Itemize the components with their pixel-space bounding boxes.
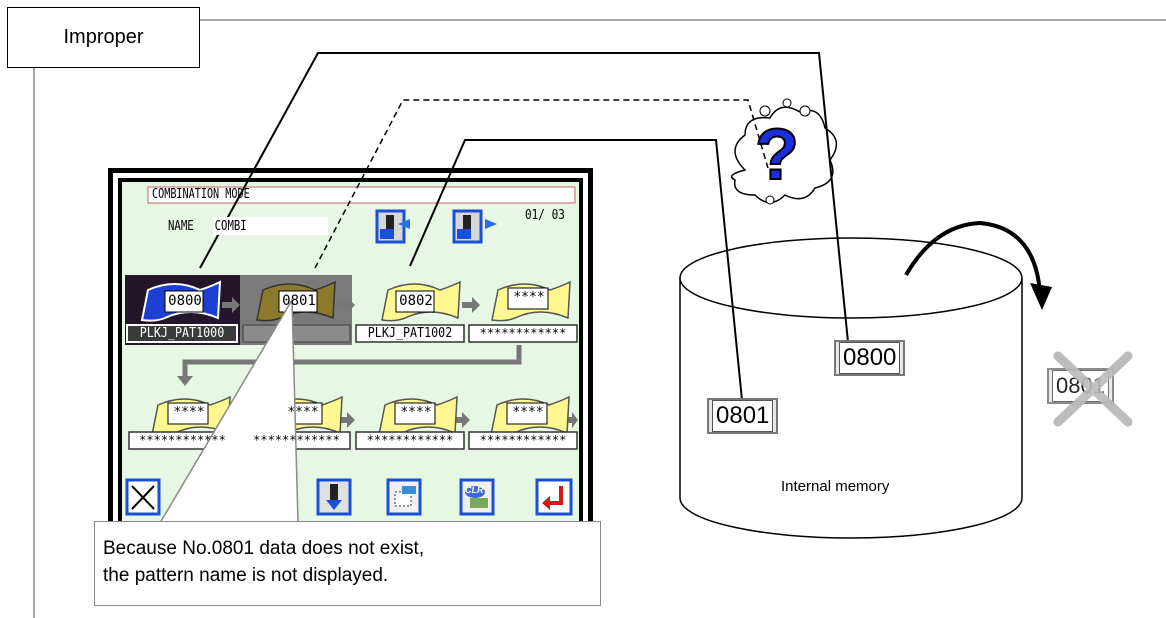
flag-empty-icon[interactable] — [491, 280, 571, 322]
delete-arrow-head — [1030, 283, 1052, 310]
callout-box: Because No.0801 data does not exist, the… — [94, 521, 601, 606]
improper-tag: Improper — [7, 7, 200, 68]
enter-icon[interactable] — [535, 478, 573, 516]
panel-title: COMBINATION MODE — [152, 187, 250, 202]
clr-icon[interactable] — [459, 478, 495, 516]
memory-item-0800: 0800 — [834, 340, 906, 376]
close-x-button[interactable] — [125, 478, 161, 516]
flag-0802-icon[interactable] — [381, 280, 461, 322]
row2-name: ************ — [366, 433, 454, 447]
row2-name: ************ — [253, 433, 340, 447]
callout-line-1: Because No.0801 data does not exist, — [103, 538, 425, 559]
name-value: COMBI — [214, 219, 247, 234]
deleted-item-0801: 0801 — [1047, 368, 1114, 404]
row2-code: **** — [512, 405, 544, 420]
code-0800: 0800 — [168, 293, 202, 309]
name-box-0802 — [355, 324, 465, 343]
name-empty: ************ — [479, 326, 567, 340]
name-0802: PLKJ_PAT1002 — [367, 326, 453, 341]
page-indicator: 01/ 03 — [525, 208, 565, 223]
memory-label: Internal memory — [781, 478, 890, 495]
name-0800: PLKJ_PAT1000 — [139, 326, 225, 341]
code-empty: **** — [513, 290, 545, 305]
row2-name: ************ — [479, 433, 567, 447]
code-0801: 0801 — [282, 293, 316, 309]
name-field[interactable]: COMBI — [213, 217, 328, 235]
pattern-select-icon[interactable] — [386, 478, 422, 516]
download-icon[interactable] — [316, 478, 352, 516]
code-0802: 0802 — [399, 293, 433, 309]
panel-screen — [108, 168, 593, 538]
row2-name: ************ — [139, 433, 226, 447]
combination-mode-icons — [375, 209, 497, 244]
dashed-0801-line — [314, 99, 769, 269]
name-box-0800 — [126, 324, 238, 343]
name-label: NAME — [168, 219, 194, 234]
clr-label: CLR — [465, 485, 484, 495]
memory-item-0801: 0801 — [707, 398, 779, 434]
row2-code: **** — [400, 405, 432, 420]
name-box-0801 — [242, 324, 351, 343]
row2-code: **** — [287, 405, 319, 420]
flag-0800-icon[interactable] — [140, 280, 222, 322]
name-box-empty — [468, 324, 578, 343]
connector-lines — [199, 52, 849, 401]
question-mark: ? — [754, 114, 800, 196]
delete-curve-arrow — [904, 220, 1042, 294]
callout-line-2: the pattern name is not displayed. — [103, 565, 389, 586]
internal-memory-cylinder — [679, 237, 1023, 539]
wrap-connector — [182, 345, 522, 378]
row2-code: **** — [173, 405, 205, 420]
